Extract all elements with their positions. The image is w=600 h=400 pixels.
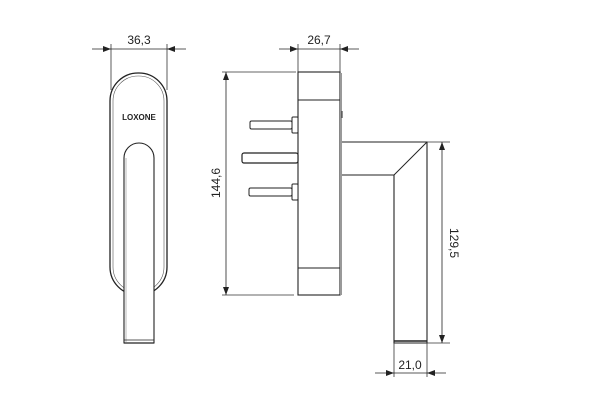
front-view: 36,3 LOXONE <box>92 33 186 344</box>
mounting-screw-top <box>249 116 299 134</box>
depth-dimension: 26,7 <box>307 33 331 47</box>
front-width-dimension: 36,3 <box>127 33 151 47</box>
height-dimension: 144,6 <box>209 168 223 198</box>
side-view: 26,7 144,6 <box>209 33 359 296</box>
lever-arm: 129,5 21,0 <box>342 141 461 377</box>
lever-length-dimension: 129,5 <box>447 228 461 258</box>
handle-grip <box>123 142 155 344</box>
mounting-screw-bottom <box>248 183 299 201</box>
rosette-body <box>297 71 341 296</box>
square-spindle <box>241 152 299 164</box>
brand-logo: LOXONE <box>122 113 156 122</box>
lever-width-dimension: 21,0 <box>398 358 422 372</box>
